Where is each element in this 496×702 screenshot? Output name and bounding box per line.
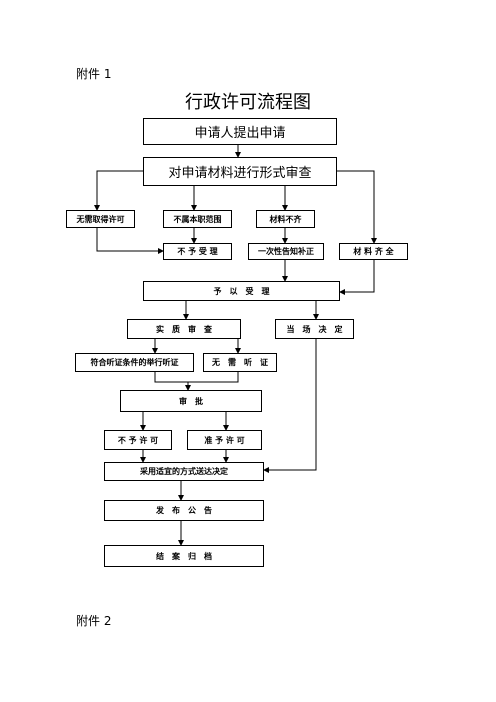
formal-review-box: 对申请材料进行形式审查	[143, 157, 337, 186]
accept-box: 予 以 受 理	[143, 281, 340, 301]
hearing-box: 符合听证条件的举行听证	[75, 353, 194, 372]
no-permit-needed-box: 无需取得许可	[66, 210, 135, 228]
one-time-notice-box: 一次性告知补正	[248, 243, 324, 260]
archive-box: 结 案 归 档	[104, 545, 264, 567]
materials-complete-box: 材 料 齐 全	[339, 243, 408, 260]
grant-permit-box: 准 予 许 可	[187, 430, 262, 450]
apply-box: 申请人提出申请	[143, 118, 337, 145]
publish-announcement-box: 发 布 公 告	[104, 500, 264, 521]
no-hearing-box: 无 需 听 证	[203, 353, 277, 372]
reject-box: 不 予 受 理	[163, 243, 232, 260]
annex-1-label: 附件 1	[76, 67, 112, 81]
deny-permit-box: 不 予 许 可	[104, 430, 172, 450]
outside-scope-box: 不属本职范围	[163, 210, 232, 228]
substantive-review-box: 实 质 审 查	[127, 319, 241, 339]
annex-2-label: 附件 2	[76, 614, 112, 628]
deliver-decision-box: 采用适宜的方式送达决定	[104, 462, 264, 481]
incomplete-materials-box: 材料不齐	[256, 210, 315, 228]
on-site-decision-box: 当 场 决 定	[275, 319, 354, 339]
diagram-title: 行政许可流程图	[185, 92, 311, 113]
approval-box: 审 批	[120, 390, 262, 412]
